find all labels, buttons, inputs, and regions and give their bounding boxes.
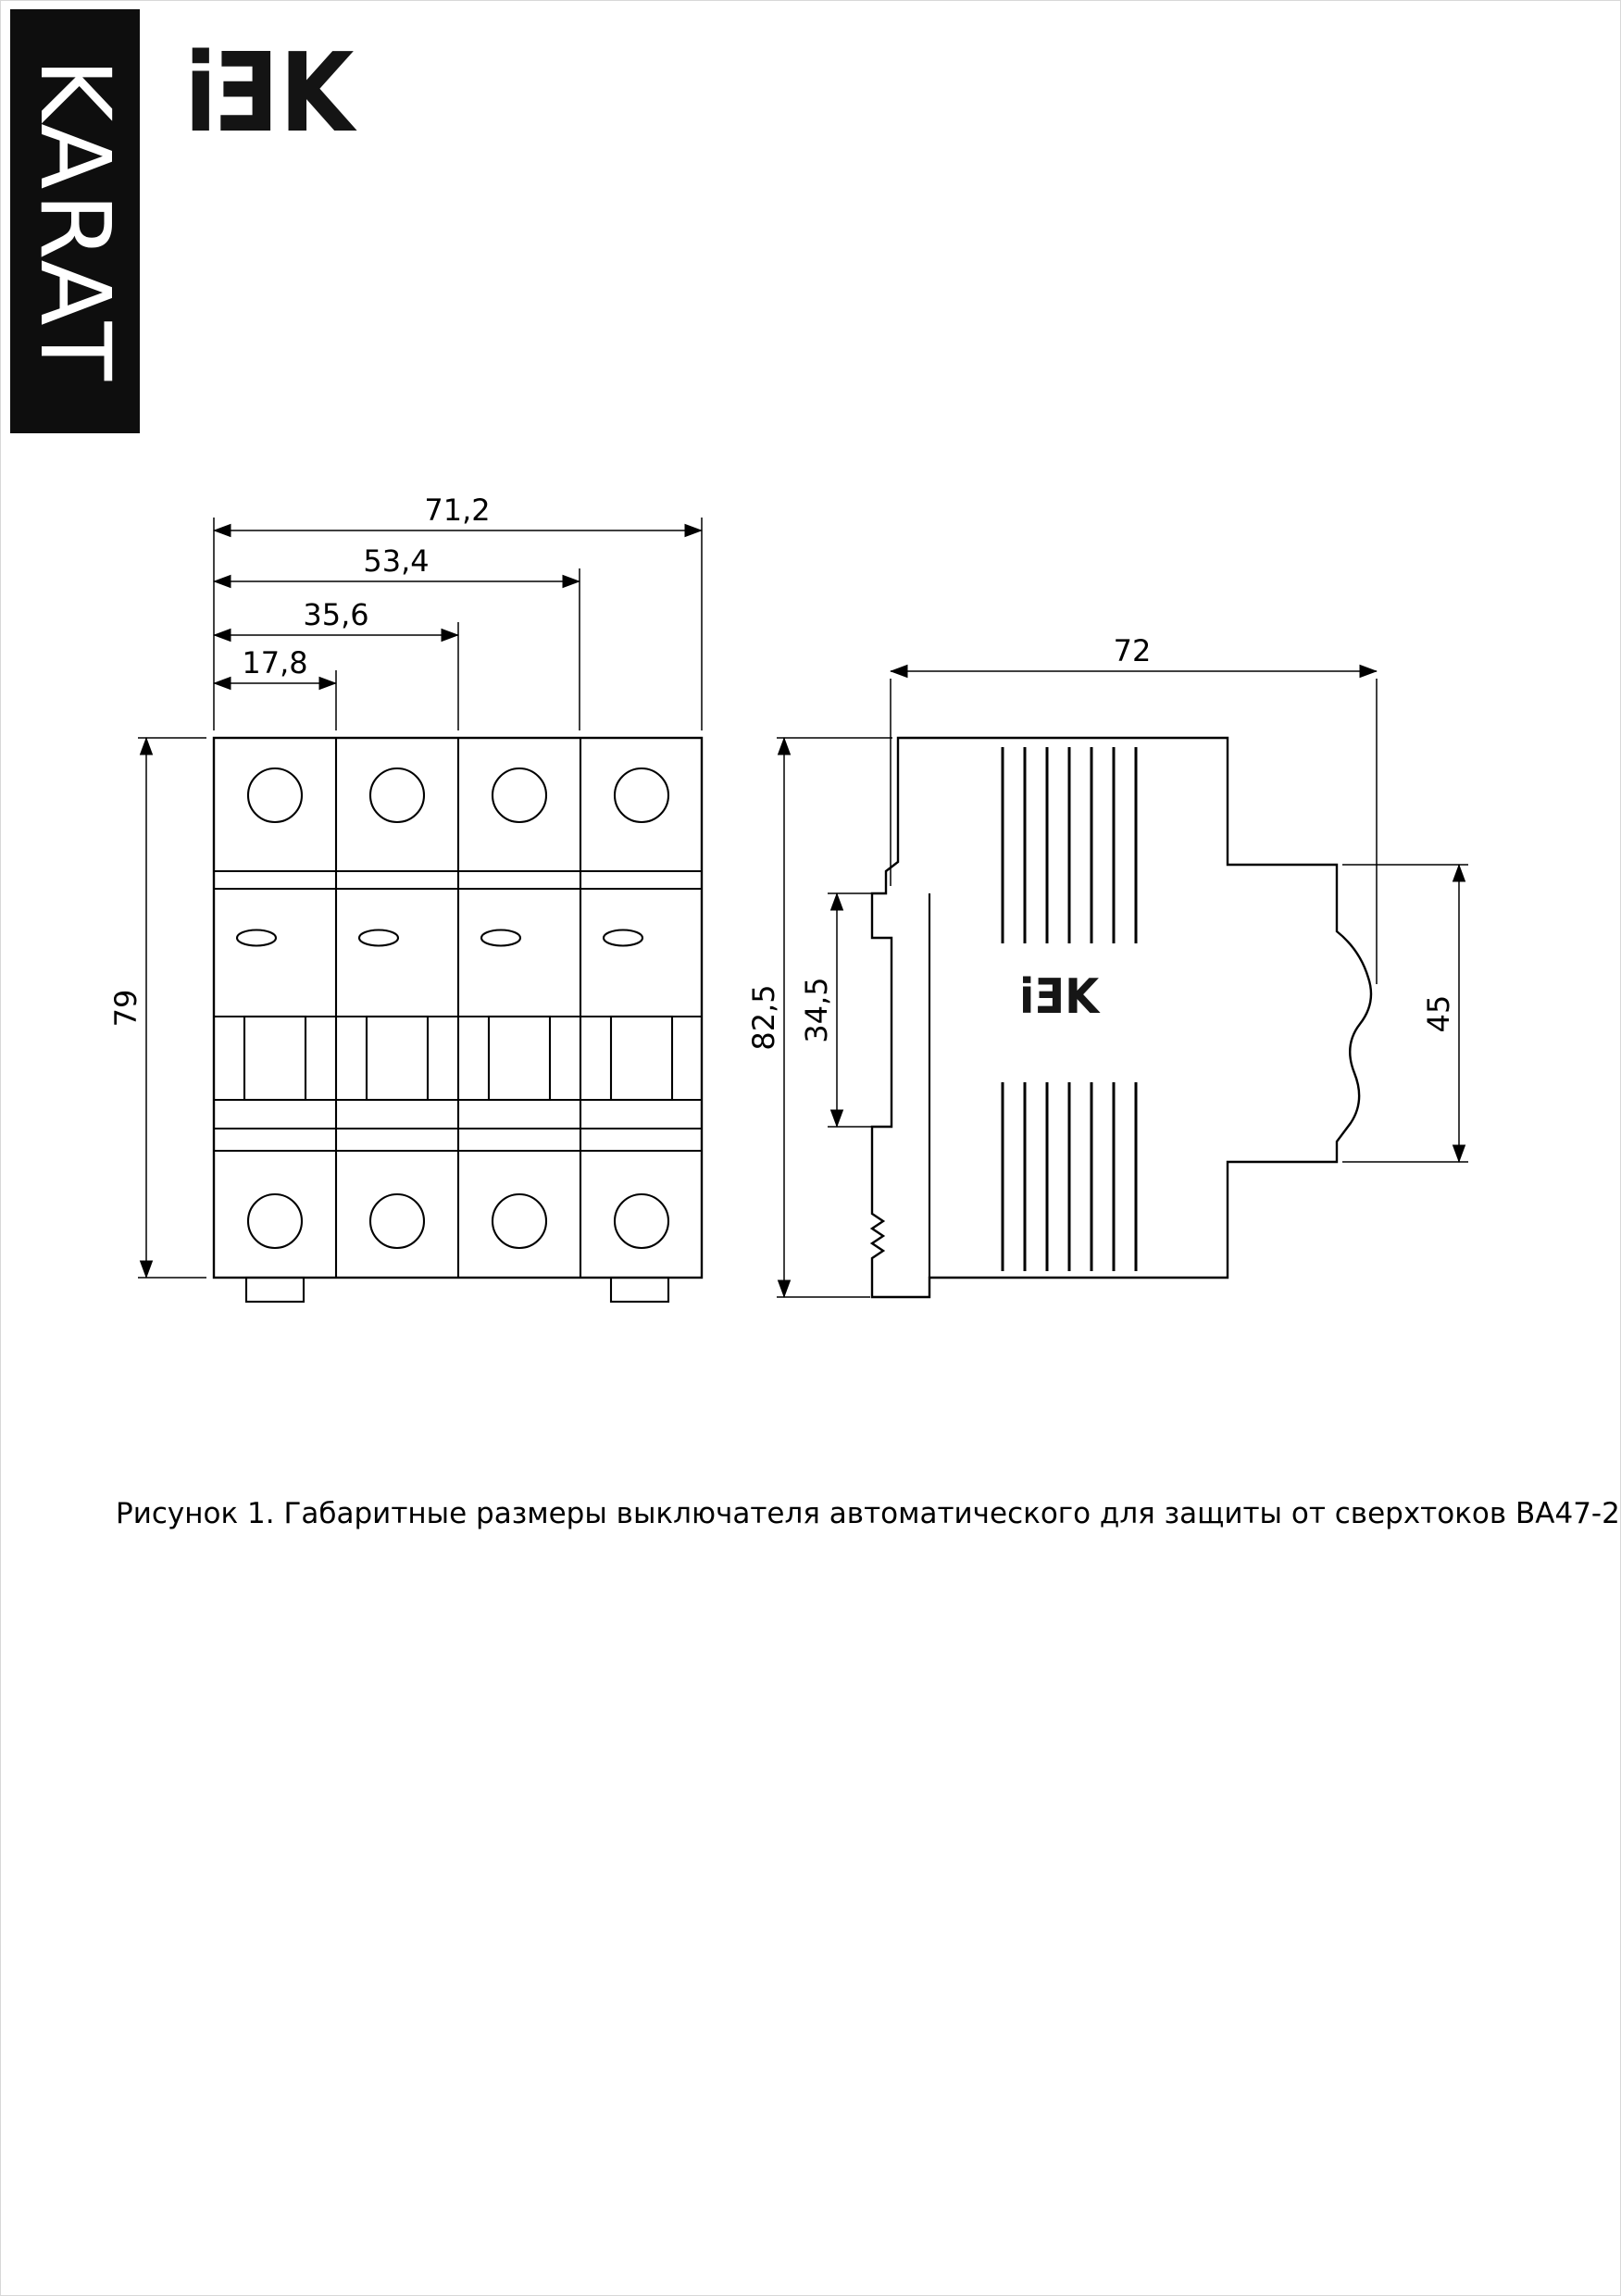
- terminal-screw: [246, 767, 304, 824]
- iek-letter-e-mirrored: E: [1034, 969, 1066, 1025]
- iek-letter-i: i: [1019, 969, 1035, 1025]
- terminal-screw: [368, 1192, 426, 1250]
- terminal-screw: [368, 767, 426, 824]
- iek-letter-k: K: [280, 29, 354, 156]
- dim-label-depth: 72: [1114, 633, 1152, 668]
- side-view-body: [869, 736, 1373, 1299]
- figure-caption: Рисунок 1. Габаритные размеры выключател…: [116, 1497, 1621, 1530]
- front-view-dimensions: 71,2 53,4 35,6 17,8 79: [108, 493, 703, 1279]
- dim-label-front-face: 45: [1421, 995, 1456, 1033]
- label-window: [602, 929, 644, 947]
- dim-label-height-total: 82,5: [746, 984, 781, 1050]
- side-view-iek-logo: iEK: [1019, 969, 1099, 1025]
- dim-label-width-1-module: 17,8: [242, 645, 307, 680]
- terminal-screw: [491, 767, 548, 824]
- dim-label-height: 79: [108, 990, 143, 1028]
- side-view: [869, 736, 1373, 1299]
- label-window: [480, 929, 522, 947]
- iek-letter-i: i: [184, 29, 218, 156]
- side-view-dimensions: 72 82,5 34,5 45: [746, 633, 1468, 1298]
- terminal-screw: [613, 767, 670, 824]
- terminal-screw: [246, 1192, 304, 1250]
- din-clip: [609, 1276, 670, 1304]
- toggle-handle: [243, 1015, 307, 1102]
- dim-label-width-total: 71,2: [424, 493, 490, 528]
- toggle-handle: [609, 1015, 674, 1102]
- din-clip: [244, 1276, 305, 1304]
- dim-label-din-recess: 34,5: [799, 977, 834, 1042]
- terminal-screw: [613, 1192, 670, 1250]
- toggle-handle: [487, 1015, 552, 1102]
- front-view: [212, 736, 704, 1304]
- karat-brand-bar: KARAT: [10, 9, 140, 433]
- toggle-handle: [365, 1015, 430, 1102]
- dim-label-width-2-modules: 35,6: [303, 597, 368, 632]
- terminal-screw: [491, 1192, 548, 1250]
- iek-logo: iEK: [184, 29, 355, 156]
- iek-letter-k: K: [1065, 969, 1100, 1025]
- label-window: [235, 929, 278, 947]
- label-window: [357, 929, 400, 947]
- dim-label-width-3-modules: 53,4: [363, 543, 429, 579]
